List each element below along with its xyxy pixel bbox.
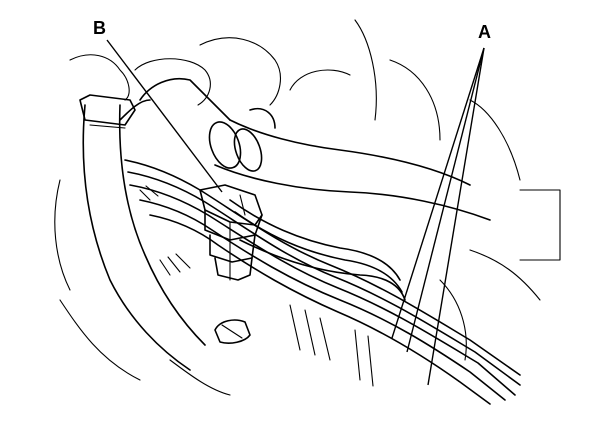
leader-a-3 bbox=[406, 47, 485, 353]
leader-a-1 bbox=[391, 47, 485, 339]
leader-lines bbox=[106, 39, 485, 386]
leader-b bbox=[106, 39, 223, 193]
hatching bbox=[139, 185, 191, 276]
connector bbox=[214, 319, 251, 344]
callout-b-label: B bbox=[93, 18, 106, 38]
fuel-lines bbox=[124, 159, 521, 405]
leader-a-2 bbox=[427, 47, 485, 386]
engine-background bbox=[54, 19, 561, 396]
fuel-line-clamp bbox=[199, 184, 263, 281]
coolant-hose bbox=[119, 78, 491, 221]
callout-a-label: A bbox=[478, 22, 491, 42]
left-hose bbox=[79, 94, 206, 371]
